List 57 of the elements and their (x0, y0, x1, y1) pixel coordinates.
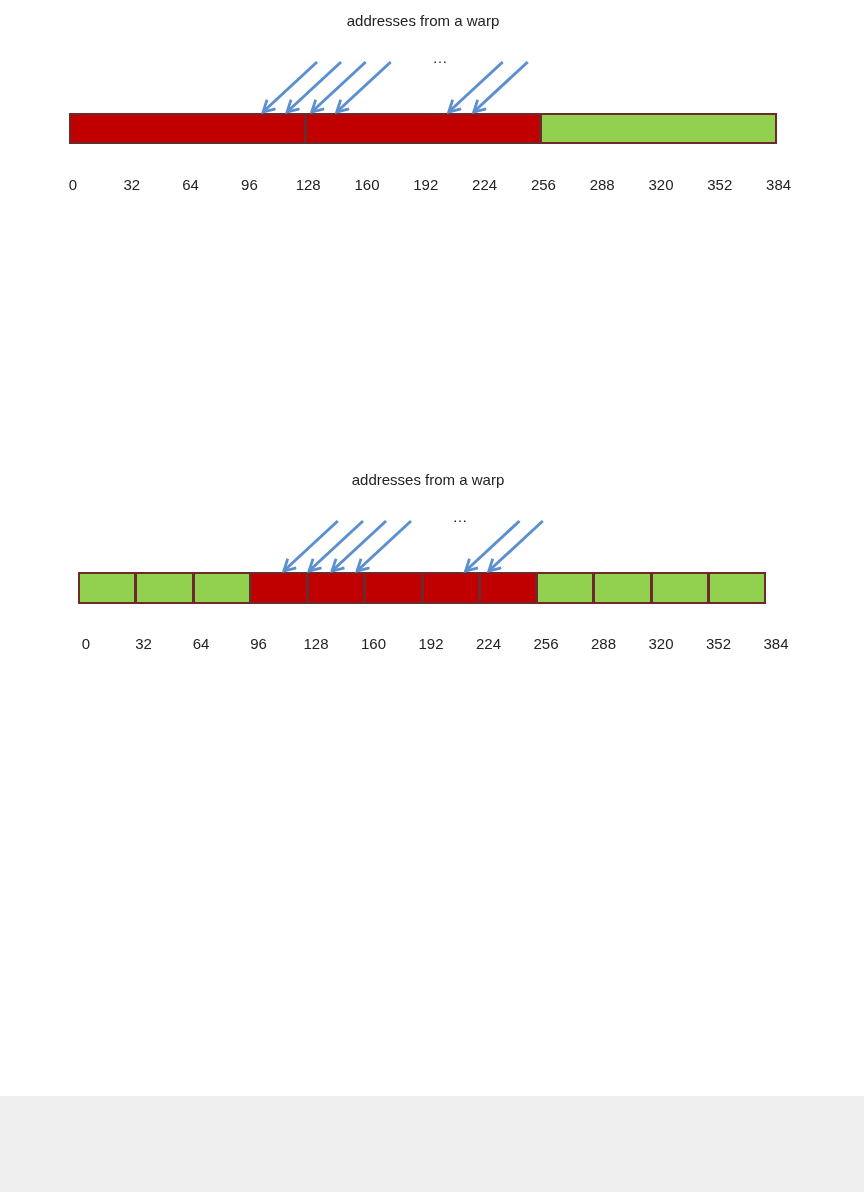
memory-segment (478, 572, 537, 604)
ellipsis-label: … (452, 507, 468, 525)
memory-segment (650, 572, 709, 604)
arrow (447, 60, 504, 114)
memory-segment (707, 572, 766, 604)
arrow (335, 60, 392, 114)
memory-segment (78, 572, 137, 604)
tick-label: 320 (648, 634, 674, 652)
tick-label: 320 (648, 175, 674, 193)
tick-label: 160 (354, 175, 380, 193)
arrow (310, 60, 367, 114)
tick-label: 256 (530, 175, 556, 193)
caption-label: addresses from a warp (346, 11, 500, 29)
tick-label: 160 (361, 634, 386, 652)
tick-label: 192 (413, 175, 439, 193)
memory-segment (421, 572, 480, 604)
tick-label: 0 (81, 634, 91, 652)
arrow (487, 519, 544, 573)
arrow (472, 60, 529, 114)
memory-segment (249, 572, 308, 604)
memory-segment (364, 572, 423, 604)
caption-label: addresses from a warp (351, 470, 505, 488)
arrow (285, 60, 342, 114)
tick-label: 0 (68, 175, 78, 193)
arrow (261, 60, 318, 114)
tick-label: 352 (707, 175, 733, 193)
tick-label: 288 (591, 634, 616, 652)
tick-label: 128 (303, 634, 329, 652)
arrow (307, 519, 364, 573)
arrow (355, 519, 412, 573)
memory-segment (304, 113, 542, 144)
arrow (282, 519, 339, 573)
tick-label: 128 (295, 175, 321, 193)
tick-label: 192 (418, 634, 444, 652)
tick-label: 32 (135, 634, 152, 652)
tick-label: 288 (589, 175, 615, 193)
arrow (464, 519, 521, 573)
memory-segment (540, 113, 777, 144)
ellipsis-label: … (432, 48, 448, 66)
memory-segment (593, 572, 652, 604)
tick-label: 224 (472, 175, 498, 193)
tick-label: 352 (706, 634, 731, 652)
tick-label: 32 (123, 175, 141, 193)
memory-segment (307, 572, 366, 604)
memory-segment (135, 572, 194, 604)
tick-label: 224 (476, 634, 501, 652)
tick-label: 64 (192, 634, 210, 652)
memory-segment (536, 572, 595, 604)
tick-label: 96 (250, 634, 267, 652)
tick-label: 384 (766, 175, 792, 193)
arrow (330, 519, 387, 573)
tick-label: 384 (763, 634, 789, 652)
memory-segment (192, 572, 251, 604)
tick-label: 96 (241, 175, 258, 193)
tick-label: 256 (533, 634, 559, 652)
memory-segment (69, 113, 306, 144)
tick-label: 64 (182, 175, 199, 193)
